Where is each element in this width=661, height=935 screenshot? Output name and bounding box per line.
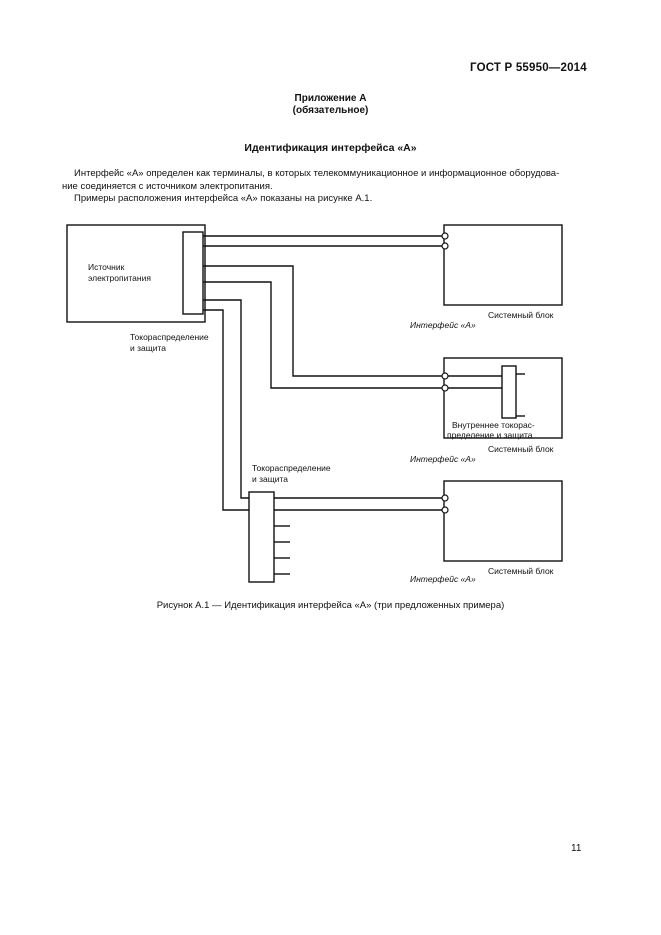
terminal-icon: [441, 232, 449, 240]
source-label: Источник: [88, 262, 125, 272]
annex-title: Приложение А: [294, 93, 367, 104]
wire: [203, 281, 445, 389]
distribution-label: Токораспределение: [252, 463, 331, 473]
figure-caption: Рисунок А.1 — Идентификация интерфейса «…: [156, 600, 505, 611]
terminal-icon: [441, 372, 449, 380]
section-title: Идентификация интерфейса «А»: [244, 142, 417, 154]
page-number: 11: [571, 843, 582, 854]
system-block: [443, 357, 563, 439]
internal-distribution-label: Внутреннее токорас-: [452, 420, 535, 430]
system-block: [443, 224, 563, 306]
standard-id: ГОСТ Р 55950—2014: [470, 62, 587, 74]
annex-status: (обязательное): [292, 105, 369, 116]
terminal-icon: [441, 384, 449, 392]
wire: [203, 265, 445, 377]
wire: [203, 299, 249, 499]
distribution-label: и защита: [130, 343, 166, 353]
remote-distribution-box: [248, 491, 275, 583]
interface-label: Интерфейс «А»: [410, 574, 476, 584]
terminal-icon: [441, 494, 449, 502]
paragraph-line: ние соединяется с источником электропита…: [62, 181, 273, 192]
internal-distribution-panel: [501, 365, 517, 419]
terminal-icon: [441, 506, 449, 514]
system-block: [443, 480, 563, 562]
distribution-label: Токораспределение: [130, 332, 209, 342]
distribution-label: и защита: [252, 474, 288, 484]
paragraph-line: Интерфейс «А» определен как терминалы, в…: [74, 168, 560, 179]
terminal-icon: [441, 242, 449, 250]
distribution-panel: [182, 231, 204, 315]
interface-label: Интерфейс «А»: [410, 320, 476, 330]
interface-label: Интерфейс «А»: [410, 454, 476, 464]
source-label: электропитания: [88, 273, 151, 283]
wire: [203, 309, 249, 511]
system-block-label: Системный блок: [488, 310, 554, 320]
internal-distribution-label: пределение и защита: [447, 430, 533, 440]
system-block-label: Системный блок: [488, 566, 554, 576]
system-block-label: Системный блок: [488, 444, 554, 454]
power-source-box: [66, 224, 206, 323]
paragraph-line: Примеры расположения интерфейса «А» пока…: [74, 193, 373, 204]
